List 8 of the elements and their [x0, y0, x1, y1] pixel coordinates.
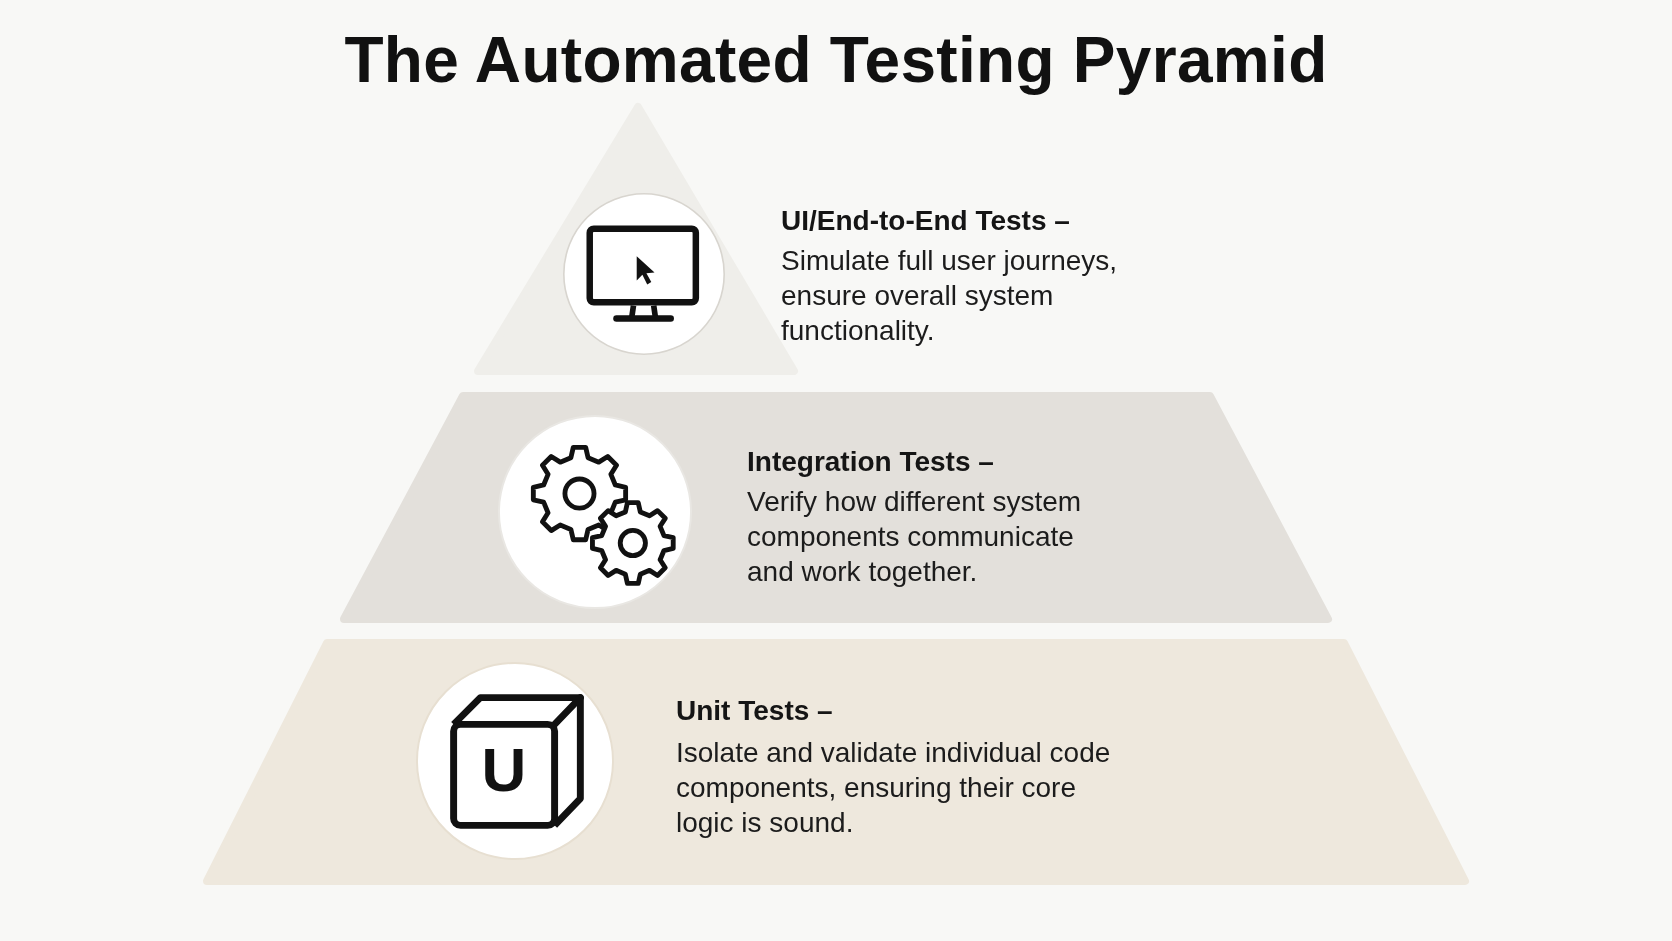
cube-letter: U — [481, 739, 527, 801]
tier-description: Isolate and validate individual code components, ensuring their core logic is sound. — [676, 736, 1112, 840]
tier-heading: Unit Tests – — [676, 694, 833, 728]
tier-heading: UI/End-to-End Tests – — [781, 204, 1070, 238]
tier-heading: Integration Tests – — [747, 445, 994, 479]
diagram-title: The Automated Testing Pyramid — [344, 23, 1328, 98]
tier-description: Verify how different system components communicate and work together. — [747, 485, 1083, 589]
tier-description: Simulate full user journeys, ensure overall system functionality. — [781, 244, 1119, 348]
